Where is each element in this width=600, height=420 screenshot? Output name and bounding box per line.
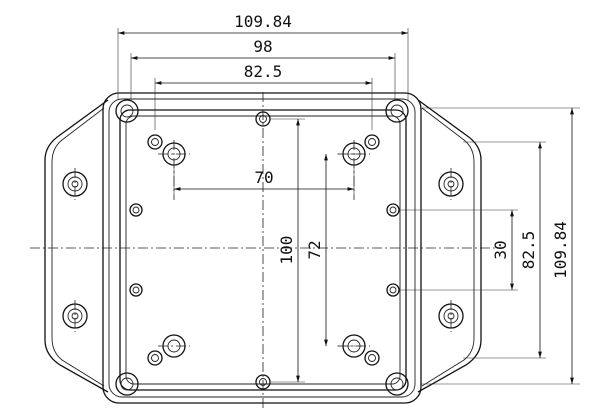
center-lines	[30, 92, 500, 410]
extension-lines	[117, 28, 580, 385]
dim-right-overall: 109.84	[551, 221, 570, 279]
dim-vertical-72: 72	[305, 240, 324, 259]
lid-screws	[129, 111, 400, 390]
dim-right-82-5: 82.5	[519, 231, 538, 270]
corner-screw-holes	[115, 99, 409, 396]
dim-top-inner: 82.5	[244, 62, 283, 81]
dim-top-middle: 98	[253, 37, 272, 56]
dim-top-overall: 109.84	[234, 12, 292, 31]
dimension-lines	[118, 31, 574, 384]
dim-vertical-100: 100	[277, 236, 296, 265]
dim-inner-horizontal: 70	[254, 168, 273, 187]
dim-right-30: 30	[491, 240, 510, 259]
